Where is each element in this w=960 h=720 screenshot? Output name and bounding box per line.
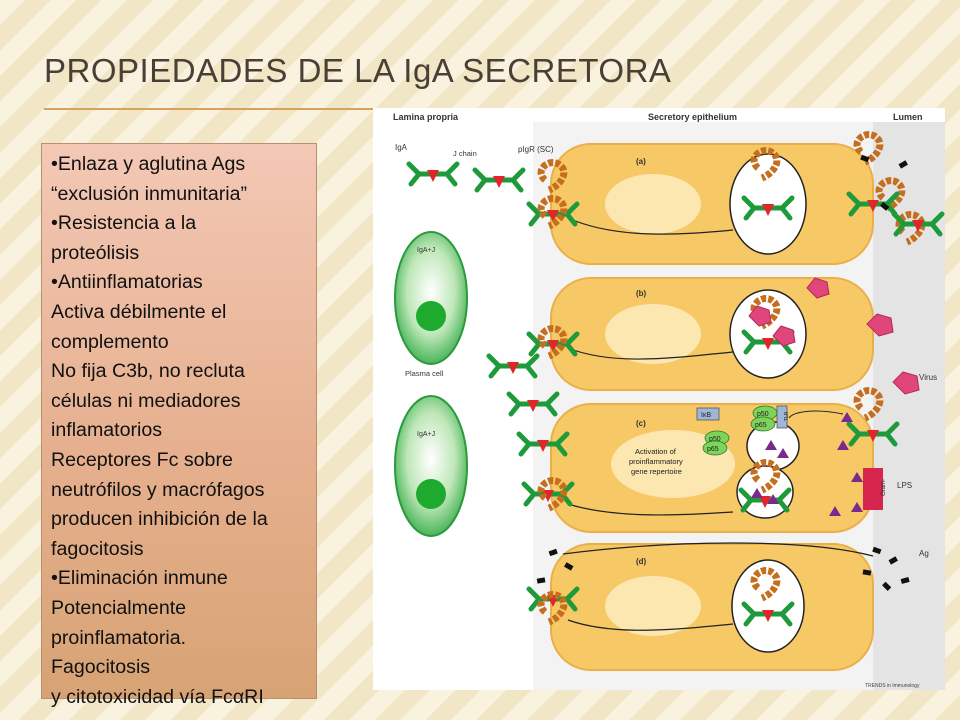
text-line: neutrófilos y macrófagos: [51, 478, 265, 501]
panel-label-d: (d): [636, 557, 647, 566]
label-iga-j-bottom: IgA+J: [417, 431, 435, 438]
transcytosis-arrow-a: [567, 217, 734, 235]
text-line: proinflamatoria.: [51, 626, 187, 649]
text-line: No fija C3b, no recluta: [51, 360, 245, 383]
text-line: •Eliminación inmune: [51, 567, 228, 590]
text-line: Fagocitosis: [51, 656, 151, 679]
transcytosis-arrow-c: [567, 503, 734, 516]
antigen-blocks: [536, 154, 910, 591]
activation-line-2: proinflammatory: [629, 457, 683, 466]
label-p65-left: p65: [707, 446, 719, 453]
text-line: fagocitosis: [51, 537, 144, 560]
plasma-cell-top: [394, 231, 468, 365]
label-ag: Ag: [919, 549, 929, 558]
text-line: y citotoxicidad vía FcαRI: [51, 685, 264, 708]
p65-top: [750, 416, 776, 432]
virus-particles: [748, 277, 920, 395]
iga-diagram-svg: Lamina propria Secretory epithelium Lume…: [373, 108, 945, 690]
excretion-arrow-d: [562, 542, 874, 557]
activation-line-1: Activation of: [635, 447, 677, 456]
panel-label-a: (a): [636, 157, 646, 166]
epithelial-cell-b: [550, 277, 874, 391]
text-line: •Enlaza y aglutina Ags: [51, 153, 246, 175]
text-line: células ni mediadores: [51, 389, 241, 412]
text-line: “exclusión inmunitaria”: [51, 182, 248, 205]
lps-triangles: [751, 412, 863, 516]
text-line: Potencialmente: [51, 596, 187, 619]
text-line: •Resistencia a la: [51, 212, 197, 235]
label-j-chain: J chain: [453, 149, 477, 158]
text-line: Receptores Fc sobre: [51, 448, 233, 471]
activation-line-3: gene repertoire: [631, 467, 682, 476]
gram-negative-bacterium: [863, 468, 883, 510]
label-plasma-cell: Plasma cell: [405, 369, 444, 378]
figure-footer: TRENDS in Immunology: [865, 683, 920, 689]
transcytosis-arrow-b: [567, 347, 734, 360]
plasma-cell-bottom: [394, 395, 468, 537]
label-tlr: TLR: [784, 411, 790, 421]
slide-title: PROPIEDADES DE LA IgA SECRETORA: [44, 52, 672, 89]
label-p50-left: p50: [709, 436, 721, 443]
text-line: •Antiinflamatorias: [51, 271, 203, 294]
transcytosis-arrow-d: [567, 619, 734, 631]
label-p65-top: p65: [755, 422, 767, 429]
properties-text-box: •Enlaza y aglutina Ags “exclusión inmunit…: [41, 143, 317, 708]
text-line: proteólisis: [51, 241, 140, 264]
p65-left: [702, 440, 728, 456]
label-iga-j-top: IgA+J: [417, 247, 435, 254]
label-virus: Virus: [919, 373, 937, 382]
text-line: Activa débilmente el: [51, 300, 227, 323]
epithelial-cell-a: [550, 143, 874, 265]
header-lumen: Lumen: [893, 112, 923, 122]
label-ikb: IκB: [701, 412, 711, 419]
tlr-box: [776, 405, 788, 429]
ikb-box: [696, 407, 720, 421]
panel-label-c: (c): [636, 419, 646, 428]
label-gram: Gram-: [881, 479, 887, 496]
header-lamina-propria: Lamina propria: [393, 112, 459, 122]
label-lps: LPS: [897, 481, 912, 490]
text-line: complemento: [51, 330, 169, 353]
panel-label-b: (b): [636, 289, 647, 298]
label-pigr-sc: pIgR (SC): [518, 145, 554, 154]
header-secretory-epithelium: Secretory epithelium: [648, 112, 737, 122]
title-underline: [44, 108, 384, 110]
label-p50-top: p50: [757, 411, 769, 418]
epithelial-cell-d: [550, 543, 874, 671]
label-iga: IgA: [395, 143, 408, 152]
text-line: inflamatorios: [51, 419, 163, 442]
iga-secretion-figure: Lamina propria Secretory epithelium Lume…: [373, 108, 945, 690]
signal-arrow: [788, 410, 844, 419]
text-line: producen inhibición de la: [51, 508, 268, 531]
